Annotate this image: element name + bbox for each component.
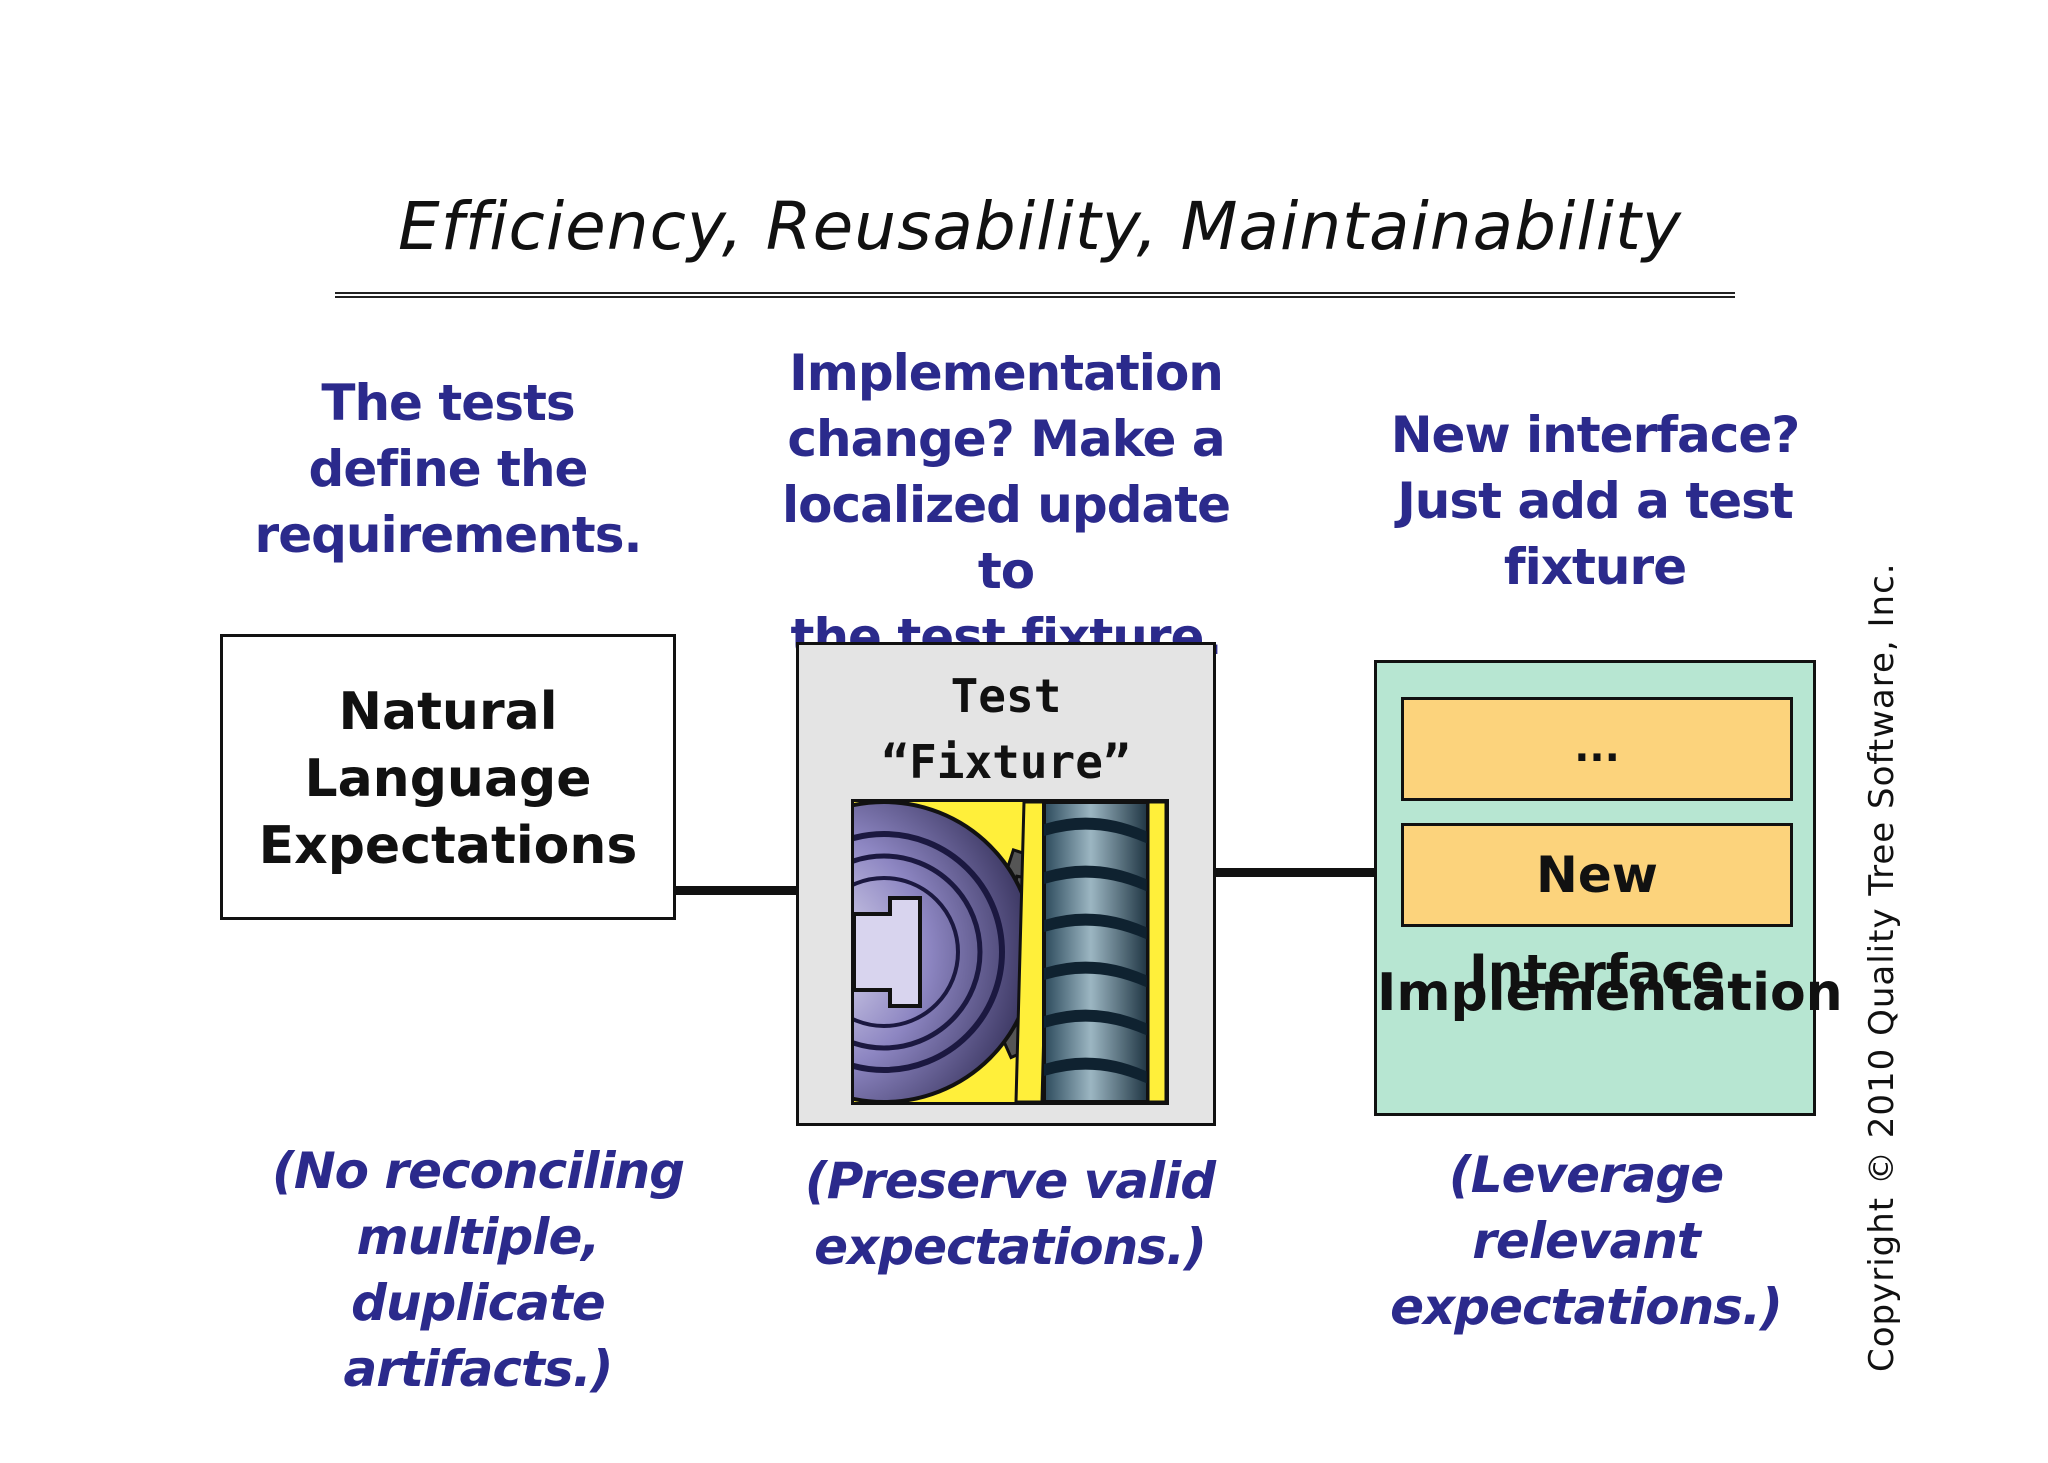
connector-right	[1160, 868, 1404, 877]
note-top-center: Implementation change? Make a localized …	[746, 340, 1266, 670]
connector-left	[676, 886, 856, 895]
note-top-left: The tests define the requirements.	[218, 370, 678, 568]
gear-and-screw-icon	[851, 799, 1169, 1105]
implementation-label: Implementation	[1377, 963, 1843, 1023]
box-line: Language	[304, 749, 592, 809]
note-line: expectations.)	[814, 1218, 1207, 1276]
note-line: Implementation	[789, 344, 1224, 402]
test-fixture-box: Test “Fixture”	[796, 642, 1216, 1126]
note-line: Just add a test	[1397, 472, 1794, 530]
note-line: The tests	[321, 374, 575, 432]
note-line: New interface?	[1390, 406, 1801, 464]
box-line: “Fixture”	[881, 735, 1131, 789]
note-bottom-center: (Preserve valid expectations.)	[770, 1148, 1250, 1280]
box-line: Expectations	[258, 816, 638, 876]
note-line: multiple, duplicate	[351, 1208, 606, 1332]
note-top-right: New interface? Just add a test fixture	[1350, 402, 1840, 600]
diagram-title: Efficiency, Reusability, Maintainability	[398, 188, 1682, 265]
copyright-notice: Copyright © 2010 Quality Tree Software, …	[1862, 562, 1902, 1372]
note-line: expectations.)	[1390, 1278, 1783, 1336]
note-line: change? Make a	[787, 410, 1225, 468]
natural-language-expectations-box: Natural Language Expectations	[220, 634, 676, 920]
note-line: localized update to	[781, 476, 1231, 600]
implementation-box: ... New Interface Implementation	[1374, 660, 1843, 1116]
natural-language-label: Natural Language Expectations	[223, 679, 673, 880]
existing-interface-placeholder: ...	[1401, 697, 1793, 801]
box-line: Natural	[338, 682, 558, 742]
note-line: (Preserve valid	[804, 1152, 1216, 1210]
note-line: requirements.	[254, 506, 643, 564]
note-line: define the	[308, 440, 589, 498]
new-interface-box: New Interface	[1401, 823, 1793, 1002]
box-line: Test	[950, 669, 1062, 723]
test-fixture-label: Test “Fixture”	[799, 663, 1213, 795]
note-line: artifacts.)	[343, 1340, 613, 1398]
note-bottom-left: (No reconciling multiple, duplicate arti…	[228, 1138, 728, 1402]
note-line: fixture	[1503, 538, 1687, 596]
note-bottom-right: (Leverage relevant expectations.)	[1336, 1142, 1836, 1340]
title-underline	[335, 292, 1735, 298]
note-line: (Leverage relevant	[1448, 1146, 1724, 1270]
note-line: (No reconciling	[271, 1142, 685, 1200]
